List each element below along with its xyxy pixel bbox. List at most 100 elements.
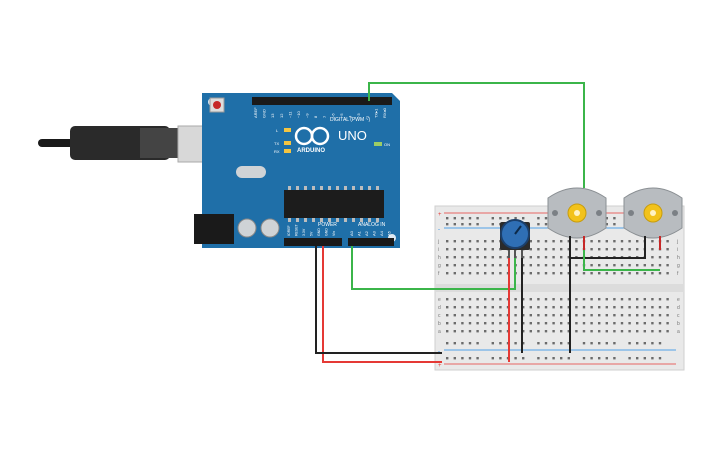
breadboard-hole[interactable] (468, 264, 472, 267)
breadboard-hole[interactable] (537, 256, 540, 259)
breadboard-hole[interactable] (468, 272, 472, 275)
breadboard-hole[interactable] (499, 306, 502, 309)
breadboard-hole[interactable] (529, 256, 532, 259)
breadboard-hole[interactable] (643, 330, 646, 333)
breadboard-hole[interactable] (651, 314, 654, 317)
breadboard-hole[interactable] (620, 330, 624, 333)
breadboard-hole[interactable] (582, 322, 586, 325)
breadboard-hole[interactable] (666, 264, 669, 267)
breadboard-hole[interactable] (598, 314, 601, 317)
breadboard-hole[interactable] (658, 314, 662, 317)
breadboard-hole[interactable] (651, 322, 654, 325)
breadboard-hole[interactable] (666, 272, 669, 275)
breadboard-hole[interactable] (476, 256, 479, 259)
breadboard-hole[interactable] (590, 314, 593, 317)
breadboard-hole[interactable] (544, 298, 548, 301)
breadboard-hole[interactable] (453, 217, 456, 220)
breadboard-hole[interactable] (560, 342, 563, 345)
breadboard-hole[interactable] (468, 306, 472, 309)
breadboard-hole[interactable] (658, 306, 662, 309)
breadboard-hole[interactable] (598, 330, 601, 333)
dc-motor-2[interactable] (623, 187, 683, 250)
breadboard-hole[interactable] (461, 240, 464, 243)
breadboard-hole[interactable] (567, 240, 570, 243)
breadboard-hole[interactable] (636, 298, 639, 301)
breadboard-hole[interactable] (552, 248, 555, 251)
breadboard-hole[interactable] (613, 298, 616, 301)
breadboard-hole[interactable] (605, 240, 608, 243)
breadboard-hole[interactable] (613, 314, 616, 317)
breadboard-hole[interactable] (529, 298, 532, 301)
breadboard-hole[interactable] (484, 322, 487, 325)
breadboard-hole[interactable] (499, 322, 502, 325)
breadboard-hole[interactable] (499, 330, 502, 333)
breadboard-hole[interactable] (666, 298, 669, 301)
breadboard-hole[interactable] (537, 217, 540, 220)
breadboard-hole[interactable] (582, 306, 586, 309)
breadboard-hole[interactable] (544, 357, 548, 360)
breadboard-hole[interactable] (613, 272, 616, 275)
breadboard-hole[interactable] (658, 330, 662, 333)
breadboard-hole[interactable] (567, 264, 570, 267)
breadboard-hole[interactable] (499, 272, 502, 275)
breadboard-hole[interactable] (537, 248, 540, 251)
breadboard-hole[interactable] (620, 248, 624, 251)
breadboard-hole[interactable] (522, 256, 525, 259)
breadboard-hole[interactable] (484, 306, 487, 309)
breadboard-hole[interactable] (605, 342, 608, 345)
breadboard-hole[interactable] (658, 322, 662, 325)
breadboard-hole[interactable] (529, 240, 532, 243)
breadboard-hole[interactable] (598, 322, 601, 325)
breadboard-hole[interactable] (552, 357, 555, 360)
breadboard-hole[interactable] (537, 357, 540, 360)
breadboard-hole[interactable] (552, 322, 555, 325)
breadboard-hole[interactable] (567, 357, 570, 360)
breadboard-hole[interactable] (552, 272, 555, 275)
breadboard-hole[interactable] (575, 240, 578, 243)
breadboard-hole[interactable] (605, 223, 608, 226)
breadboard-hole[interactable] (461, 223, 464, 226)
breadboard-hole[interactable] (628, 330, 631, 333)
breadboard-hole[interactable] (499, 217, 502, 220)
breadboard-hole[interactable] (552, 342, 555, 345)
breadboard-hole[interactable] (590, 248, 593, 251)
breadboard-hole[interactable] (461, 306, 464, 309)
breadboard-hole[interactable] (491, 217, 494, 220)
breadboard-hole[interactable] (476, 357, 479, 360)
breadboard-hole[interactable] (453, 256, 456, 259)
breadboard-hole[interactable] (651, 330, 654, 333)
breadboard-hole[interactable] (567, 272, 570, 275)
breadboard-hole[interactable] (453, 264, 456, 267)
breadboard-hole[interactable] (522, 322, 525, 325)
breadboard-hole[interactable] (461, 298, 464, 301)
breadboard-hole[interactable] (453, 240, 456, 243)
breadboard-hole[interactable] (567, 256, 570, 259)
breadboard-hole[interactable] (499, 342, 502, 345)
breadboard-hole[interactable] (620, 298, 624, 301)
breadboard-hole[interactable] (499, 298, 502, 301)
breadboard-hole[interactable] (499, 357, 502, 360)
breadboard-hole[interactable] (476, 217, 479, 220)
breadboard-hole[interactable] (567, 330, 570, 333)
breadboard-hole[interactable] (643, 342, 646, 345)
breadboard-hole[interactable] (484, 330, 487, 333)
breadboard-hole[interactable] (666, 314, 669, 317)
breadboard-hole[interactable] (598, 240, 601, 243)
breadboard-hole[interactable] (446, 342, 449, 345)
breadboard-hole[interactable] (537, 314, 540, 317)
breadboard-hole[interactable] (544, 272, 548, 275)
breadboard-hole[interactable] (476, 248, 479, 251)
breadboard-hole[interactable] (666, 306, 669, 309)
breadboard-hole[interactable] (620, 272, 624, 275)
breadboard-hole[interactable] (484, 272, 487, 275)
wire-red-5v[interactable] (322, 246, 442, 363)
breadboard-hole[interactable] (613, 306, 616, 309)
breadboard-hole[interactable] (468, 248, 472, 251)
breadboard-hole[interactable] (598, 357, 601, 360)
breadboard-hole[interactable] (446, 272, 449, 275)
wire-black-motor-bridge[interactable] (570, 246, 646, 259)
breadboard-hole[interactable] (666, 240, 669, 243)
breadboard-hole[interactable] (613, 330, 616, 333)
breadboard-hole[interactable] (484, 240, 487, 243)
breadboard-hole[interactable] (446, 223, 449, 226)
